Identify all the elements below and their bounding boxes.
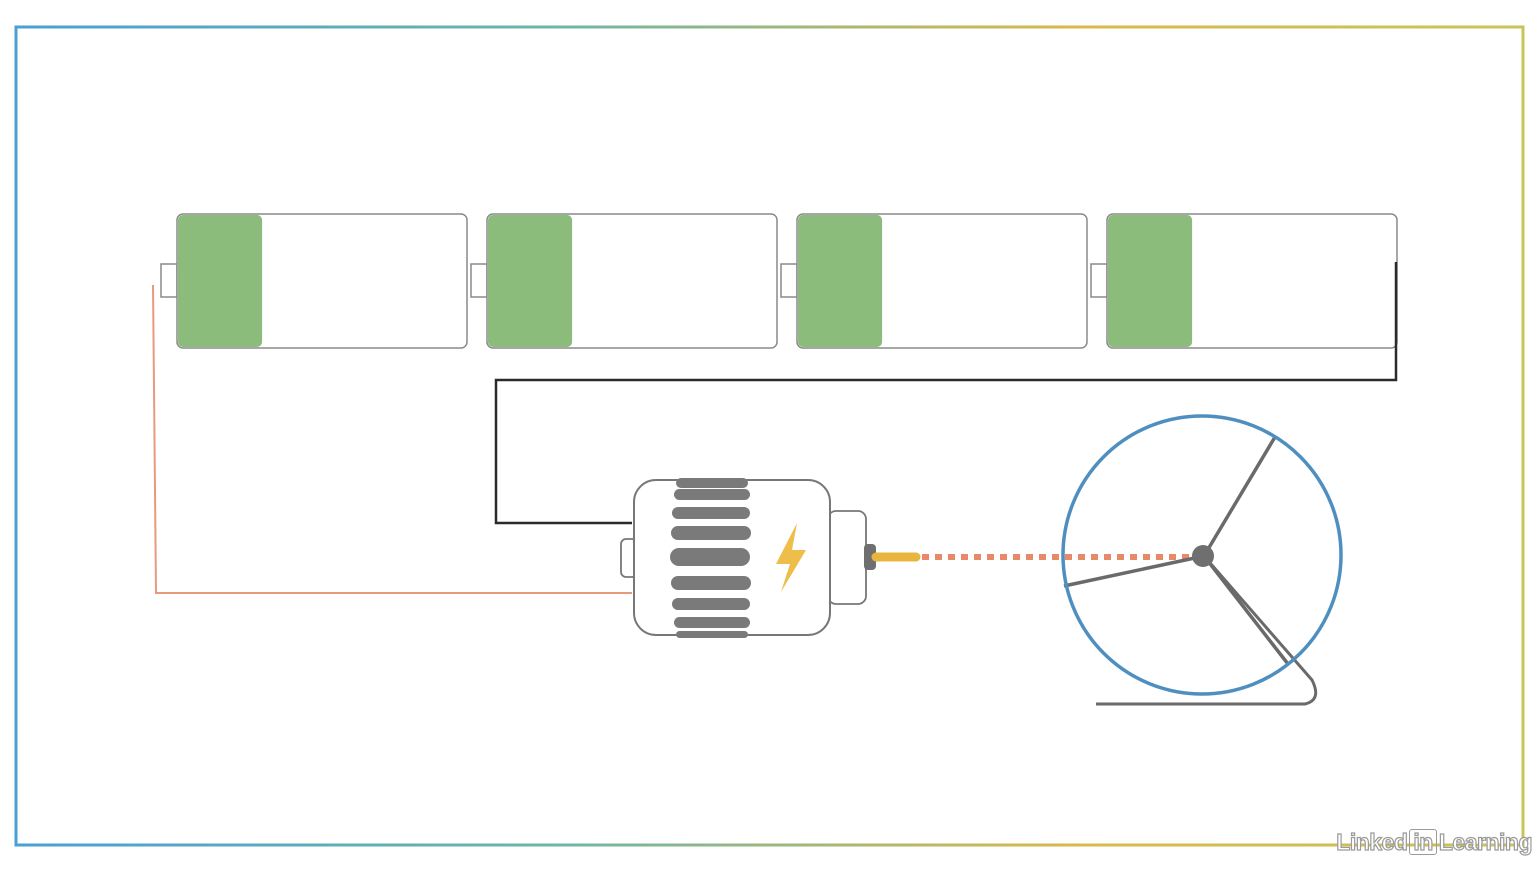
motor-coil (671, 526, 751, 540)
battery-terminal (470, 263, 488, 298)
fan-blade-bottom (1202, 554, 1290, 666)
fan-icon (1061, 414, 1343, 706)
battery-terminal (160, 263, 178, 298)
battery-charge-level (488, 215, 573, 347)
lightning-bolt-icon (776, 523, 806, 592)
battery-charge-level (178, 215, 263, 347)
motor-coil (671, 576, 751, 590)
motor-coil (674, 489, 750, 500)
battery-pack (160, 213, 1398, 349)
battery-icon (780, 213, 1088, 349)
motor-shaft-hub (864, 544, 876, 570)
battery-terminal (1090, 263, 1108, 298)
fan-guard (1061, 414, 1343, 696)
battery-charge-level (798, 215, 883, 347)
watermark-in-logo: in (1409, 829, 1437, 855)
negative-wire (152, 284, 632, 594)
watermark-learning: Learning (1438, 828, 1533, 855)
motor-coil (674, 617, 750, 628)
motor-coil (676, 631, 748, 638)
fan-hub (1192, 545, 1214, 567)
motor-coil (672, 507, 750, 519)
battery-icon (160, 213, 468, 349)
motor-right-cap (827, 510, 867, 605)
motor-coil (672, 598, 750, 610)
outer-frame (14, 25, 1525, 847)
motor-coils (670, 478, 751, 638)
watermark-linked: Linked (1336, 828, 1409, 855)
battery-icon (1090, 213, 1398, 349)
motor-coil (676, 478, 748, 488)
fan-blade-left (1063, 554, 1205, 588)
battery-charge-level (1108, 215, 1193, 347)
linkedin-learning-watermark: Linked in Learning (1336, 827, 1533, 857)
fan-blade-top (1202, 436, 1277, 557)
battery-icon (470, 213, 778, 349)
positive-wire (494, 262, 1398, 525)
electric-motor (620, 478, 921, 638)
motor-coil (670, 548, 750, 566)
battery-terminal (780, 263, 798, 298)
fan-stand (1096, 555, 1318, 706)
